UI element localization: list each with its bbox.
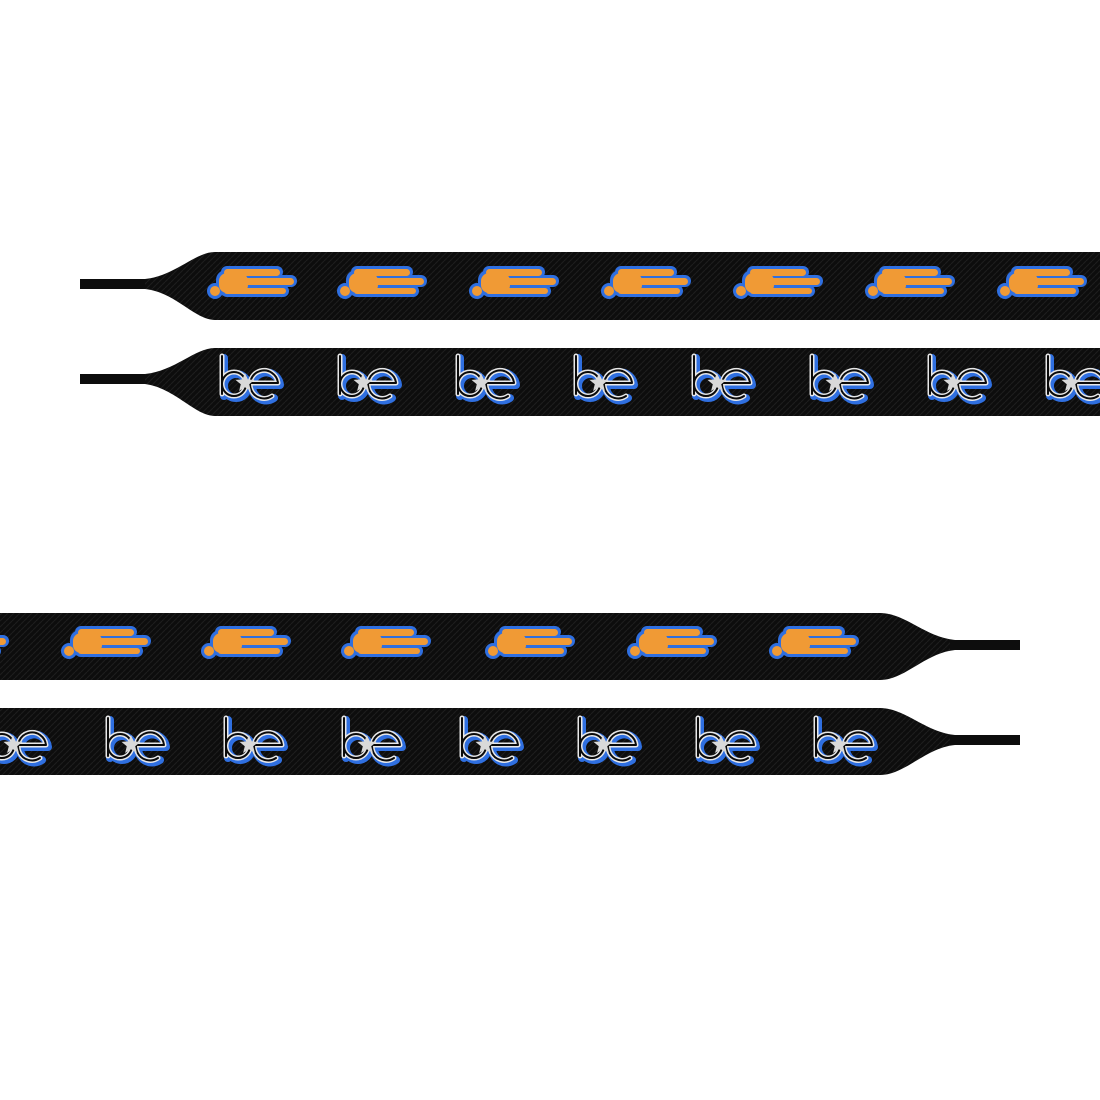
lace-top-orange <box>80 252 1100 320</box>
aglet-cord <box>80 279 150 289</box>
lace-top-be <box>80 348 1100 416</box>
lace-bottom-orange <box>0 613 1020 680</box>
aglet-cord <box>950 640 1020 650</box>
aglet-cord <box>80 374 150 384</box>
lace-bottom-be <box>0 708 1020 775</box>
aglet-cord <box>950 735 1020 745</box>
